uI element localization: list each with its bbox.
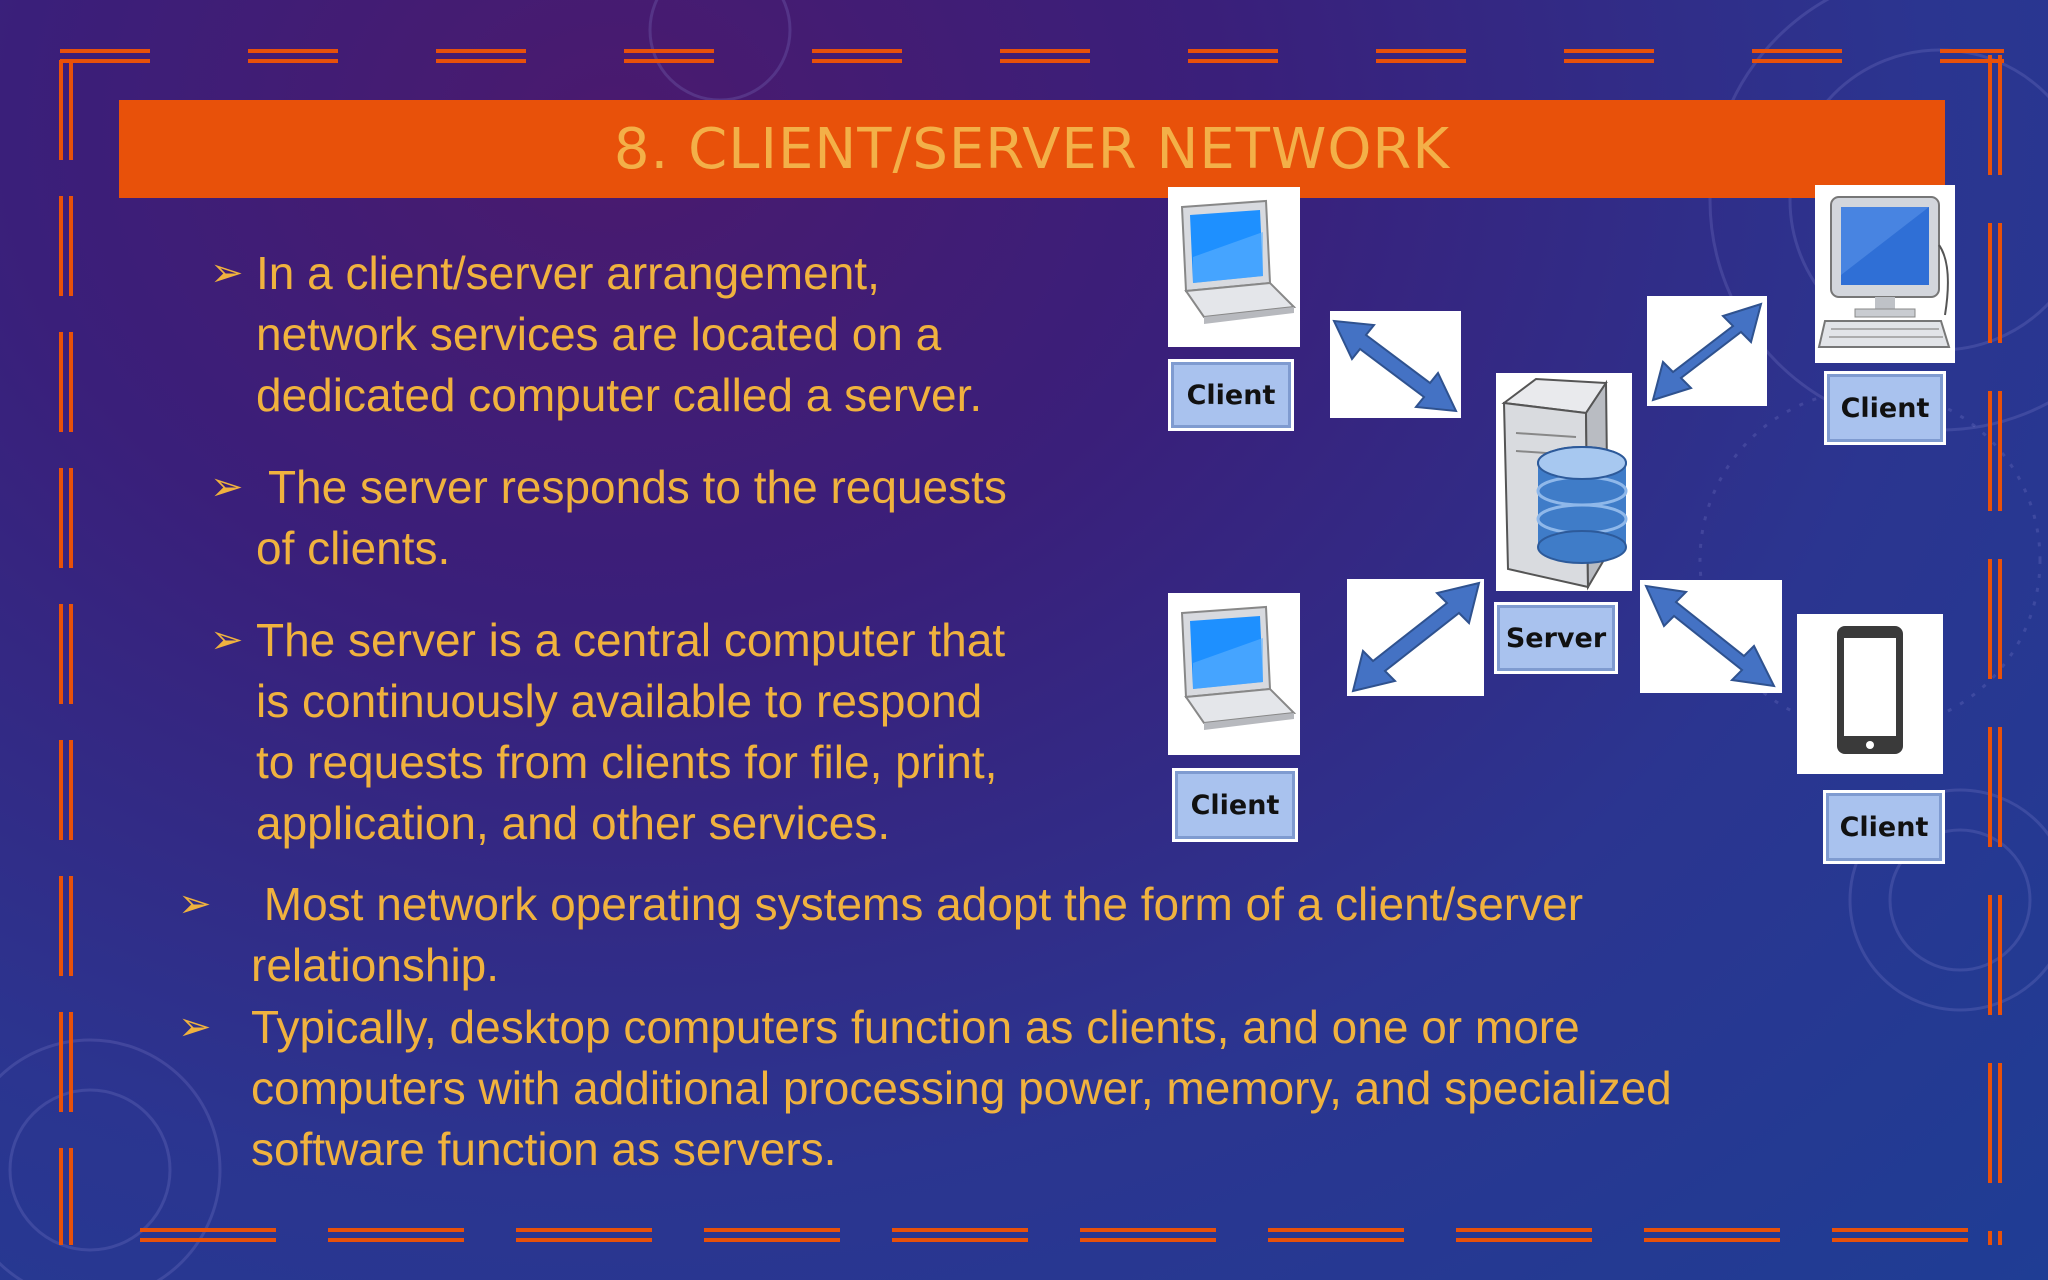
bullet-arrow-icon: ➢ — [210, 618, 244, 662]
smartphone-icon — [1797, 614, 1943, 774]
client-label: Client — [1826, 793, 1942, 861]
bullet-arrow-icon: ➢ — [210, 465, 244, 509]
bullet-line: relationship. — [251, 939, 500, 991]
bullet-arrow-icon: ➢ — [210, 251, 244, 295]
slide-title: 8. CLIENT/SERVER NETWORK — [613, 116, 1451, 182]
bullet-line: The server is a central computer that — [256, 614, 1006, 666]
title-bar: 8. CLIENT/SERVER NETWORK — [119, 100, 1945, 198]
bullet-central-computer: ➢ The server is a central computer that … — [210, 610, 1110, 854]
client-label: Client — [1827, 374, 1943, 442]
server-label: Server — [1497, 605, 1615, 671]
bullet-arrow-icon: ➢ — [178, 882, 212, 926]
server-database-icon — [1496, 373, 1632, 591]
double-arrow-icon — [1647, 296, 1767, 406]
bullet-line: The server responds to the requests — [256, 461, 1007, 513]
bullet-line: software function as servers. — [251, 1123, 837, 1175]
desktop-computer-icon — [1815, 185, 1955, 363]
double-arrow-icon — [1330, 311, 1461, 418]
laptop-icon — [1168, 187, 1300, 347]
bullet-server-responds: ➢ The server responds to the requests of… — [210, 457, 1110, 579]
bullet-line: of clients. — [256, 522, 451, 574]
bullet-desktop-clients: ➢ Typically, desktop computers function … — [178, 997, 1878, 1180]
double-arrow-icon — [1640, 580, 1782, 693]
client-label: Client — [1171, 362, 1291, 428]
bullet-line: computers with additional processing pow… — [251, 1062, 1672, 1114]
bullet-line: is continuously available to respond — [256, 675, 983, 727]
client-label: Client — [1175, 771, 1295, 839]
bullet-line: network services are located on a — [256, 308, 942, 360]
bullet-network-os: ➢ Most network operating systems adopt t… — [178, 874, 1878, 996]
double-arrow-icon — [1347, 579, 1484, 696]
bullet-line: Most network operating systems adopt the… — [251, 878, 1584, 930]
bullet-line: to requests from clients for file, print… — [256, 736, 998, 788]
bullet-client-server-arrangement: ➢ In a client/server arrangement, networ… — [210, 243, 1110, 426]
bullet-line: Typically, desktop computers function as… — [251, 1001, 1580, 1053]
bullet-arrow-icon: ➢ — [178, 1005, 212, 1049]
bullet-line: application, and other services. — [256, 797, 891, 849]
laptop-icon — [1168, 593, 1300, 755]
bullet-line: dedicated computer called a server. — [256, 369, 983, 421]
bullet-line: In a client/server arrangement, — [256, 247, 880, 299]
